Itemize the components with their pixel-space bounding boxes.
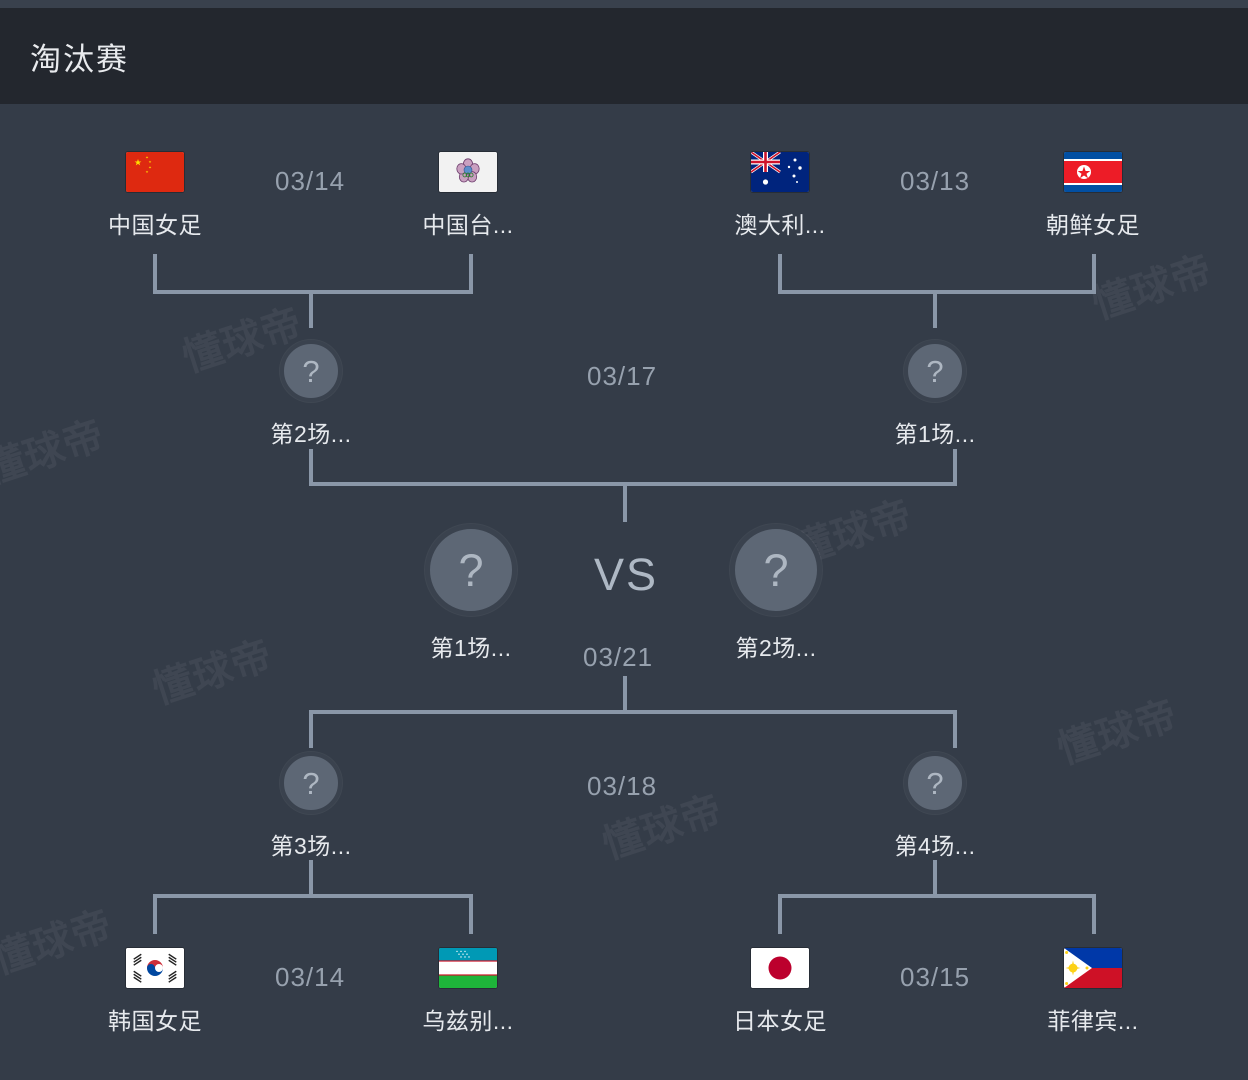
- match-date: 03/15: [900, 962, 971, 992]
- question-mark-icon: ?: [730, 524, 822, 616]
- bracket-connector: [153, 254, 157, 294]
- bracket-connector: [623, 676, 627, 714]
- china-flag: [126, 152, 184, 192]
- bracket-connector: [469, 894, 473, 934]
- semifinal-slot-right[interactable]: ? 第4场...: [855, 752, 1015, 861]
- bracket-connector: [309, 449, 313, 486]
- bracket-connector: [309, 482, 957, 486]
- page-title: 淘汰赛: [30, 41, 129, 77]
- match-date: 03/13: [900, 166, 971, 196]
- match-date: 03/14: [275, 166, 346, 196]
- slot-label: 第2场...: [735, 635, 817, 661]
- question-mark-icon: ?: [280, 752, 342, 814]
- team-name: 澳大利...: [734, 212, 826, 238]
- question-mark-icon: ?: [425, 524, 517, 616]
- match-date: 03/21: [583, 642, 654, 672]
- question-mark-icon: ?: [280, 340, 342, 402]
- team-node[interactable]: 菲律宾...: [1018, 948, 1168, 1036]
- bracket-connector: [309, 710, 957, 714]
- bracket-connector: [953, 449, 957, 486]
- question-mark-icon: ?: [904, 752, 966, 814]
- bracket-connector: [778, 290, 1096, 294]
- semifinal-slot-left[interactable]: ? 第3场...: [231, 752, 391, 861]
- match-date: 03/18: [587, 771, 658, 801]
- uzbekistan-flag: [439, 948, 497, 988]
- bracket-connector: [778, 254, 782, 294]
- bracket-connector: [309, 290, 313, 328]
- slot-label: 第1场...: [894, 421, 976, 447]
- bracket-connector: [469, 254, 473, 294]
- team-node[interactable]: 朝鲜女足: [1018, 152, 1168, 240]
- match-date: 03/17: [587, 361, 658, 391]
- bracket-connector: [153, 894, 473, 898]
- team-name: 中国女足: [108, 212, 202, 238]
- semifinal-slot-left[interactable]: ? 第2场...: [231, 340, 391, 449]
- question-mark-icon: ?: [904, 340, 966, 402]
- team-node[interactable]: 日本女足: [705, 948, 855, 1036]
- philippines-flag: [1064, 948, 1122, 988]
- bracket-connector: [778, 894, 1096, 898]
- team-node[interactable]: 中国台...: [393, 152, 543, 240]
- page-header: 淘汰赛: [0, 8, 1248, 104]
- chinese-taipei-flag: [439, 152, 497, 192]
- match-date: 03/14: [275, 962, 346, 992]
- bracket-connector: [309, 710, 313, 748]
- team-name: 菲律宾...: [1047, 1008, 1139, 1034]
- bracket-connector: [778, 894, 782, 934]
- south-korea-flag: [126, 948, 184, 988]
- slot-label: 第4场...: [894, 833, 976, 859]
- bracket-connector: [623, 482, 627, 522]
- slot-label: 第2场...: [270, 421, 352, 447]
- bracket-connector: [153, 894, 157, 934]
- bracket-connector: [933, 290, 937, 328]
- team-name: 朝鲜女足: [1046, 212, 1140, 238]
- bracket-connector: [933, 860, 937, 898]
- australia-flag: [751, 152, 809, 192]
- semifinal-slot-right[interactable]: ? 第1场...: [855, 340, 1015, 449]
- bracket-connector: [153, 290, 473, 294]
- north-korea-flag: [1064, 152, 1122, 192]
- bracket-connector: [1092, 894, 1096, 934]
- team-node[interactable]: 澳大利...: [705, 152, 855, 240]
- bracket-canvas: 中国女足 03/14: [0, 104, 1248, 1080]
- vs-label: VS: [594, 549, 659, 600]
- team-name: 日本女足: [733, 1008, 827, 1034]
- japan-flag: [751, 948, 809, 988]
- final-slot-right[interactable]: ? 第2场...: [696, 524, 856, 663]
- bracket-connector: [1092, 254, 1096, 294]
- bracket-connector: [309, 860, 313, 898]
- team-name: 中国台...: [422, 212, 514, 238]
- bracket-connector: [953, 710, 957, 748]
- final-slot-left[interactable]: ? 第1场...: [391, 524, 551, 663]
- top-strip: [0, 0, 1248, 8]
- team-node[interactable]: 韩国女足: [80, 948, 230, 1036]
- slot-label: 第1场...: [430, 635, 512, 661]
- slot-label: 第3场...: [270, 833, 352, 859]
- team-name: 韩国女足: [108, 1008, 202, 1034]
- team-node[interactable]: 中国女足: [80, 152, 230, 240]
- team-node[interactable]: 乌兹别...: [393, 948, 543, 1036]
- team-name: 乌兹别...: [422, 1008, 514, 1034]
